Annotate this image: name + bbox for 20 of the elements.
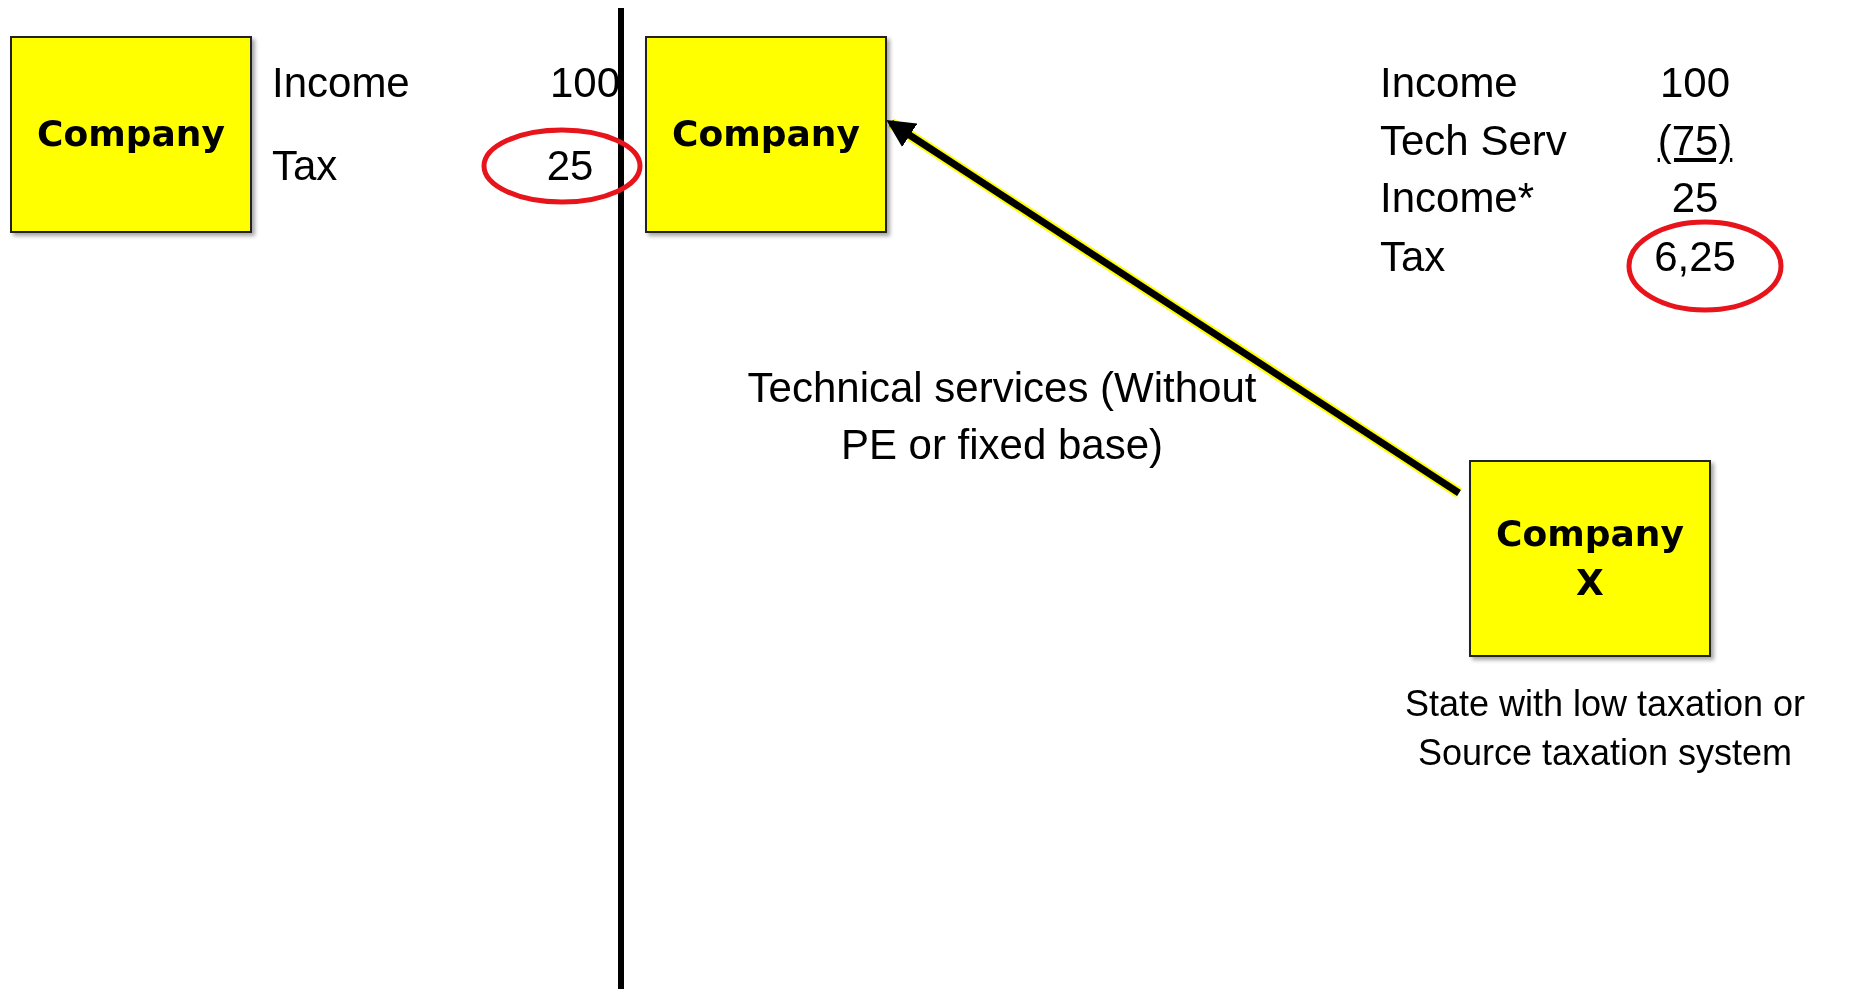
node-text: Company X: [1495, 511, 1685, 605]
node-text: Company: [672, 112, 860, 157]
table-text: 6,25: [1653, 236, 1737, 278]
node-text: Company: [37, 112, 225, 157]
table-text: 100: [548, 62, 620, 104]
table-text: Tax: [1380, 236, 1447, 278]
table-text: 100: [1658, 62, 1732, 104]
table-text: 25: [545, 145, 595, 187]
node-caption: State with low taxation or Source taxation system: [1403, 682, 1807, 775]
edge-label: Technical services (Without PE or fixed base): [746, 363, 1258, 470]
table-text: Tax: [272, 145, 339, 187]
company-box: [10, 36, 252, 233]
company-box: [1469, 460, 1711, 657]
table-text: 25: [1670, 177, 1720, 219]
table-text: Tech Serv: [1380, 120, 1568, 162]
table-text: Income: [272, 62, 411, 104]
table-text: Income*: [1380, 177, 1536, 219]
company-box: [645, 36, 887, 233]
table-text: Income: [1380, 62, 1519, 104]
table-text: (75): [1656, 120, 1734, 162]
